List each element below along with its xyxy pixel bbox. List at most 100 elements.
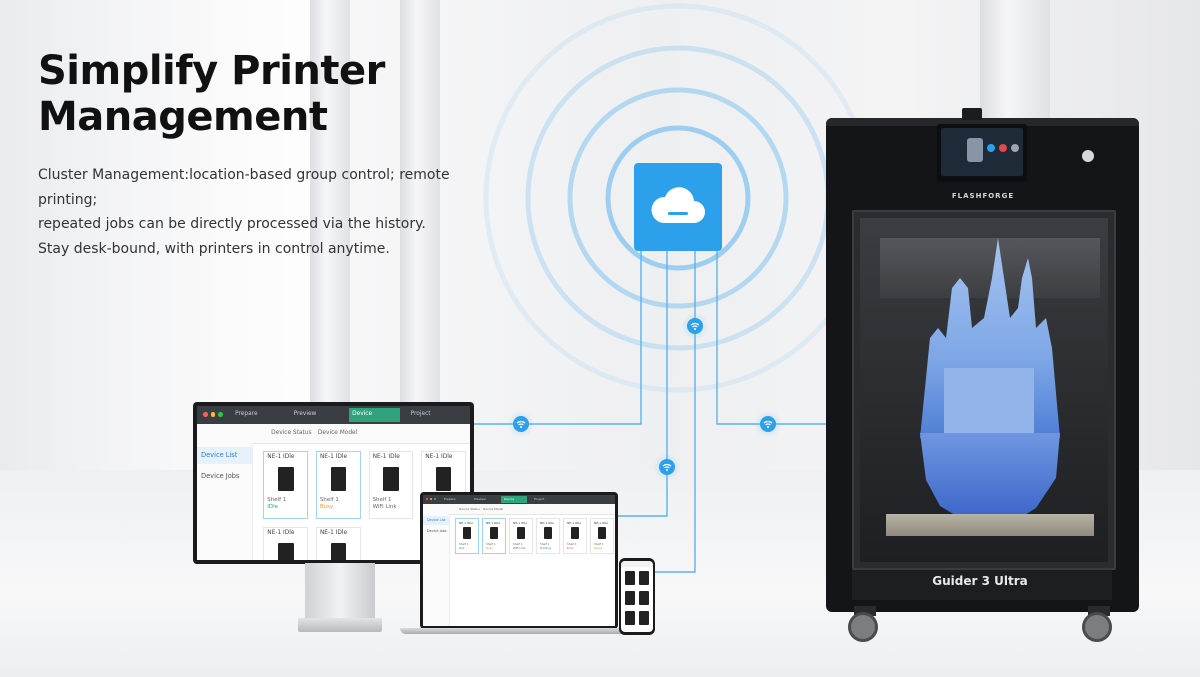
window-control-dot[interactable] [202, 411, 208, 417]
printer-thumbnail [598, 527, 606, 539]
connector-laptop [618, 251, 668, 517]
window-control-dot[interactable] [426, 498, 429, 501]
tab-device[interactable]: Device [349, 407, 400, 422]
window-control-dot[interactable] [434, 498, 437, 501]
sidebar-item[interactable]: Device Jobs [427, 529, 447, 533]
filter-dropdown[interactable]: Device Model [317, 429, 358, 436]
sidebar-item[interactable]: Device List [197, 446, 252, 465]
card-shelf: Shelf 1 [540, 542, 550, 546]
card-shelf: Shelf 1 [486, 542, 496, 546]
smartphone [619, 558, 655, 635]
wifi-badges [507, 312, 782, 481]
card-shelf: Shelf 1 [372, 496, 392, 503]
card-shelf: Shelf 1 [513, 542, 523, 546]
monitor-stand [305, 563, 375, 619]
printer-model-name: Guider 3 Ultra [932, 574, 1028, 588]
card-status: Busy [319, 504, 334, 511]
filter-dropdown[interactable]: Device Status [459, 507, 480, 511]
tab-prepare[interactable]: Prepare [235, 410, 258, 417]
card-printer-name: NE-1 IDle [594, 521, 608, 525]
card-status: Printing [540, 546, 551, 550]
phone-status-bar [621, 561, 653, 567]
window-control-dot[interactable] [218, 411, 224, 417]
window-control-dot[interactable] [210, 411, 216, 417]
phone-printer-thumb[interactable] [625, 611, 635, 625]
filter-dropdown[interactable]: Device Status [271, 429, 312, 436]
connector-phone [655, 251, 696, 573]
build-plate [886, 514, 1094, 536]
printed-castle-model [920, 238, 1060, 522]
description-line: Stay desk-bound, with printers in contro… [38, 240, 390, 257]
description-line: Cluster Management:location-based group … [38, 167, 450, 208]
monitor-stand-base [298, 618, 382, 632]
tab-prepare[interactable]: Prepare [444, 497, 456, 501]
card-printer-name: NE-1 IDle [267, 453, 295, 460]
card-printer-name: NE-1 IDle [513, 521, 527, 525]
connector-monitor [474, 251, 642, 425]
app-toolbar: Device Status Device Model [197, 423, 470, 445]
touchscreen-display [941, 128, 1023, 176]
card-printer-name: NE-1 IDle [459, 521, 473, 525]
page-title: Simplify Printer Management [38, 48, 385, 140]
card-status: WiFi Link [372, 504, 397, 511]
phone-printer-thumb[interactable] [625, 591, 635, 605]
phone-printer-thumb[interactable] [639, 611, 649, 625]
printer-thumbnail [330, 467, 347, 491]
status-dot [1011, 144, 1019, 152]
card-status: WiFi Link [513, 546, 526, 550]
model-preview-icon [967, 138, 983, 162]
printer-thumbnail [463, 527, 471, 539]
phone-screen [621, 561, 653, 632]
printer-foot [854, 606, 876, 616]
card-shelf: Shelf 1 [567, 542, 577, 546]
tab-project[interactable]: Project [410, 410, 431, 417]
card-printer-name: NE-1 IDle [372, 453, 400, 460]
phone-printer-thumb[interactable] [625, 571, 635, 585]
card-shelf: Shelf 1 [267, 496, 287, 503]
tab-preview[interactable]: Preview [474, 497, 486, 501]
window-control-dot[interactable] [430, 498, 433, 501]
printer-foot [1088, 606, 1110, 616]
app-tab-bar [197, 406, 470, 424]
card-shelf: Shelf 1 [459, 542, 469, 546]
printer-base-panel [852, 570, 1112, 600]
card-status: IDle [267, 504, 278, 511]
app-sidebar [423, 514, 450, 626]
card-printer-name: NE-1 IDle [540, 521, 554, 525]
phone-printer-thumb[interactable] [639, 591, 649, 605]
printer-thumbnail [277, 467, 294, 491]
card-printer-name: NE-1 IDle [425, 453, 453, 460]
printer-wheel [1082, 612, 1112, 642]
printer-thumbnail [490, 527, 498, 539]
printer-thumbnail [517, 527, 525, 539]
tab-project[interactable]: Project [534, 497, 545, 501]
filter-dropdown[interactable]: Device Model [483, 507, 504, 511]
card-shelf: Shelf 1 [319, 496, 339, 503]
wifi-icon [653, 453, 681, 481]
phone-printer-thumb[interactable] [639, 571, 649, 585]
printer-brand: FLASHFORGE [951, 192, 1015, 200]
card-shelf: Shelf 1 [594, 542, 604, 546]
sidebar-item[interactable]: Device Jobs [201, 472, 240, 481]
printer-thumbnail [571, 527, 579, 539]
laptop-base [400, 628, 638, 634]
tab-device[interactable]: Device [501, 496, 527, 503]
sidebar-item[interactable]: Device List [423, 516, 449, 525]
cloud-service-box [634, 163, 722, 251]
tab-preview[interactable]: Preview [293, 410, 317, 417]
